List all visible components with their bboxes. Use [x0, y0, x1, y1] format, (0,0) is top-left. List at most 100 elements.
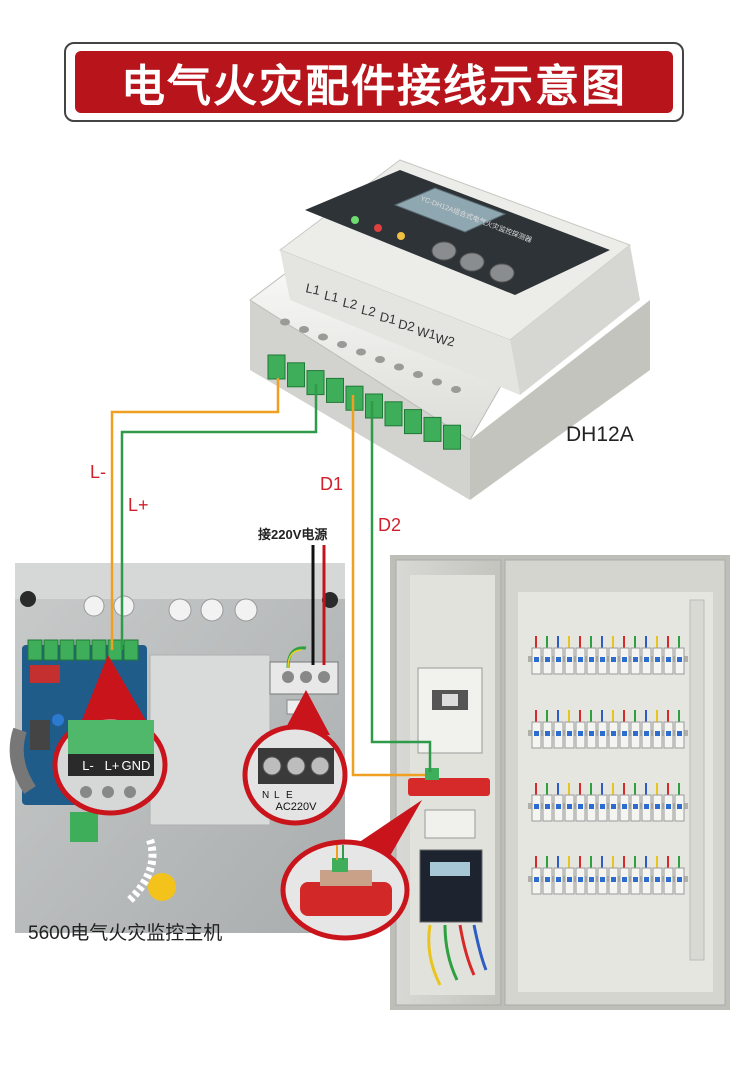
device-terminal-label: L2 — [341, 295, 358, 313]
wire-label-l-minus: L- — [90, 462, 107, 482]
key-enter[interactable] — [459, 252, 485, 272]
device-body-side — [470, 300, 650, 500]
wire-l-plus — [120, 384, 318, 650]
breaker-toggle — [545, 804, 550, 809]
device-terminal-label: W1 — [415, 323, 437, 342]
zoom-power-screw — [286, 756, 306, 776]
device-front-panel — [305, 170, 610, 295]
wire-l-minus — [110, 378, 280, 650]
host-caption: 5600电气火灾监控主机 — [28, 923, 223, 944]
breaker-toggle — [600, 731, 605, 736]
cabinet-wire-yellow — [427, 924, 442, 986]
cabinet-wire-blue — [472, 924, 488, 971]
zoom-transformer-terminal — [332, 858, 348, 872]
host-bottom-connector — [70, 812, 98, 842]
device-terminal-block — [345, 385, 364, 411]
breaker-toggle — [644, 804, 649, 809]
host-ribbon-cable — [9, 727, 36, 794]
device-terminal-label: L2 — [360, 302, 377, 320]
breaker-toggle — [633, 804, 638, 809]
device-terminal-label: W2 — [434, 331, 456, 350]
cabinet-wire-green — [443, 924, 459, 981]
host-top-rail — [15, 563, 345, 599]
breaker-toggle — [556, 804, 561, 809]
breaker-toggle — [545, 731, 550, 736]
zoom-terminal-label: L+ — [105, 758, 120, 773]
transformer-terminal — [425, 768, 439, 780]
device-terminal-block — [267, 354, 286, 380]
device-screw-hole — [413, 371, 423, 378]
host-relay — [30, 665, 60, 683]
breaker-toggle — [677, 657, 682, 662]
host-terminal-block — [91, 639, 107, 661]
title-banner: 电气火灾配件接线示意图 — [75, 51, 673, 113]
breaker-toggle — [567, 877, 572, 882]
host-knockout — [83, 595, 105, 617]
zoom-pointer — [282, 690, 330, 735]
led-fault — [397, 232, 405, 240]
current-transformer — [408, 778, 490, 796]
zoom-ac-label: AC220V — [276, 801, 318, 813]
host-power-screw — [318, 671, 330, 683]
host-knockout — [234, 598, 258, 622]
breaker-toggle — [677, 804, 682, 809]
host-terminal-block — [59, 639, 75, 661]
wire-label-l-plus: L+ — [128, 495, 149, 515]
breaker-rows — [528, 636, 688, 895]
device-terminal-blocks — [267, 354, 461, 450]
host-terminal-block — [123, 639, 139, 661]
led-run — [351, 216, 359, 224]
breaker-toggle — [666, 657, 671, 662]
host-terminal-block — [75, 639, 91, 661]
host-terminal-block — [107, 639, 123, 661]
main-breaker-handle — [442, 694, 458, 706]
breaker-toggle — [611, 657, 616, 662]
page-title: 电气火灾配件接线示意图 — [121, 61, 627, 112]
breaker-toggle — [622, 731, 627, 736]
breaker-toggle — [611, 804, 616, 809]
wire-label-d1: D1 — [320, 474, 344, 494]
zoom-power-label: N — [262, 790, 269, 801]
breaker-toggle — [534, 804, 539, 809]
power-source-label: 接220V电源 — [258, 527, 328, 542]
key-down[interactable] — [489, 263, 515, 283]
breaker-toggle — [666, 804, 671, 809]
breaker-toggle — [556, 657, 561, 662]
host-capacitor — [52, 714, 64, 726]
host-terminal-block — [27, 639, 43, 661]
breaker-toggle — [666, 731, 671, 736]
zoom-terminal-labels: L-L+GND — [82, 758, 150, 773]
breaker-toggle — [589, 804, 594, 809]
host-mount-hole — [20, 591, 36, 607]
breaker-toggle — [578, 731, 583, 736]
host-knockout — [200, 598, 224, 622]
cabinet-wire-red — [458, 924, 476, 976]
breaker-toggle — [622, 804, 627, 809]
device-terminal-label: D1 — [378, 309, 397, 327]
host-knockout — [113, 595, 135, 617]
zoom-screw — [102, 786, 114, 798]
din-rail — [528, 803, 688, 809]
breaker-toggle — [611, 731, 616, 736]
wire-label-d2: D2 — [378, 515, 402, 535]
zoom-terminal-label: GND — [122, 758, 151, 773]
breaker-toggle — [644, 877, 649, 882]
breaker-toggle — [545, 657, 550, 662]
breaker-toggle — [622, 657, 627, 662]
device-terminal-block — [404, 409, 422, 435]
zoom-screw — [80, 786, 92, 798]
breaker-toggle — [633, 877, 638, 882]
key-up[interactable] — [431, 241, 457, 261]
breaker-toggle — [578, 657, 583, 662]
zoom-screw — [124, 786, 136, 798]
breaker-toggle — [589, 731, 594, 736]
breaker-toggle — [567, 657, 572, 662]
zoom-power-label: E — [286, 790, 293, 801]
device-screw-holes — [280, 318, 461, 393]
breaker-toggle — [556, 877, 561, 882]
